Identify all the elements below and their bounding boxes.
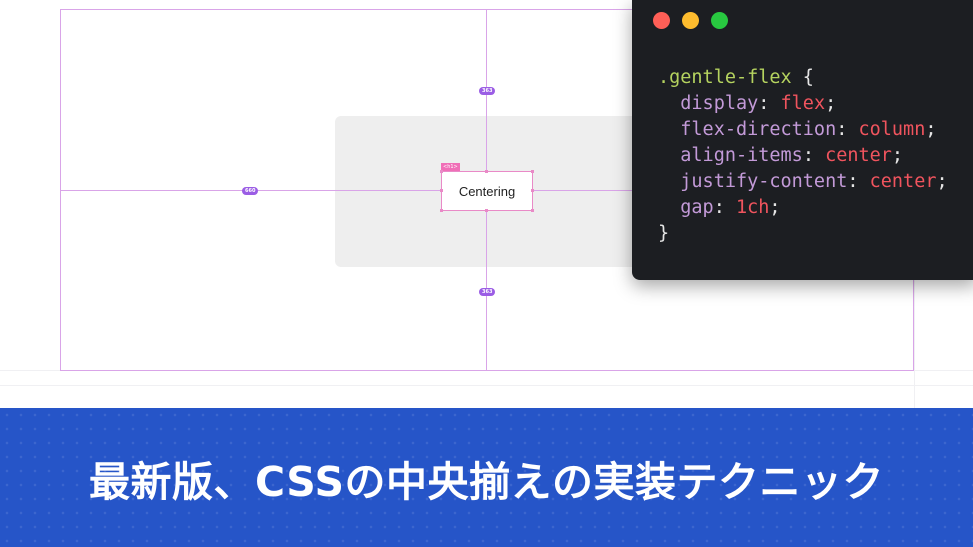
resize-handle[interactable]	[531, 189, 534, 192]
resize-handle[interactable]	[485, 170, 488, 173]
spacing-pill-bottom: 363	[479, 288, 496, 296]
code-value: column	[858, 119, 926, 140]
code-selector: .gentle-flex	[658, 67, 792, 88]
close-window-icon[interactable]	[653, 12, 670, 29]
title-banner: 最新版、CSSの中央揃えの実装テクニック	[0, 408, 973, 547]
resize-handle[interactable]	[485, 209, 488, 212]
code-value: 1ch	[735, 197, 770, 218]
resize-handle[interactable]	[440, 170, 443, 173]
resize-handle[interactable]	[531, 209, 534, 212]
code-property: display	[680, 93, 759, 114]
code-editor-window: .gentle-flex { display: flex; flex-direc…	[632, 0, 973, 280]
canvas-grid-line	[0, 385, 973, 386]
code-close-brace: }	[658, 223, 670, 244]
minimize-window-icon[interactable]	[682, 12, 699, 29]
element-tag-badge: <h1>	[441, 163, 460, 171]
centered-element-label: Centering	[458, 183, 516, 199]
spacing-pill-top: 363	[479, 87, 496, 95]
centered-element[interactable]: Centering	[441, 171, 533, 211]
code-property: align-items	[680, 145, 803, 166]
code-open-brace: {	[791, 67, 814, 88]
code-value: flex	[780, 93, 826, 114]
horizontal-guide-right	[533, 190, 633, 191]
resize-handle[interactable]	[440, 189, 443, 192]
spacing-pill-left: 660	[242, 187, 259, 195]
maximize-window-icon[interactable]	[711, 12, 728, 29]
code-property: flex-direction	[680, 119, 837, 140]
resize-handle[interactable]	[440, 209, 443, 212]
code-value: center	[825, 145, 892, 166]
code-property: justify-content	[680, 171, 848, 192]
css-code-block: .gentle-flex { display: flex; flex-direc…	[658, 67, 948, 244]
code-value: center	[869, 171, 937, 192]
code-property: gap	[680, 197, 714, 218]
banner-title: 最新版、CSSの中央揃えの実装テクニック	[88, 457, 885, 506]
resize-handle[interactable]	[531, 170, 534, 173]
